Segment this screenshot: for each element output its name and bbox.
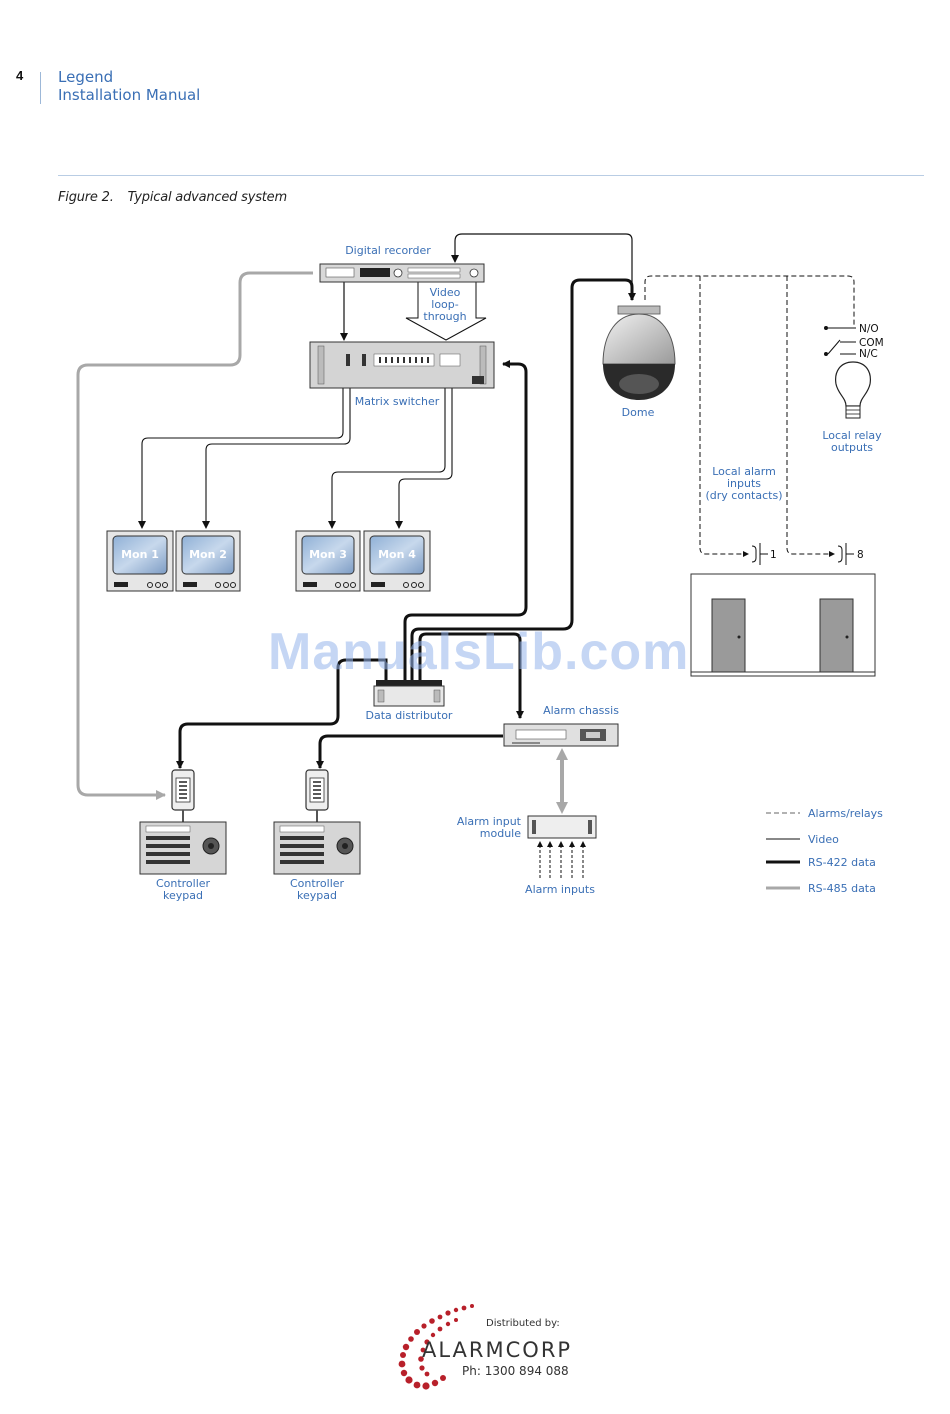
product-name: Legend [58, 68, 114, 86]
legend-alarms-relays: Alarms/relays [808, 807, 883, 820]
label-mon1: Mon 1 [121, 548, 159, 561]
relay-symbol [824, 326, 856, 356]
label-no: N/O [859, 323, 879, 335]
label-video-loop-2: loop- [431, 298, 458, 311]
diagram-legend: Alarms/relays Video RS-422 data RS-485 d… [766, 807, 883, 895]
video-dome-recorder [451, 233, 633, 298]
figure-caption: Figure 2. Typical advanced system [58, 190, 287, 205]
header-divider [40, 72, 41, 104]
label-nc: N/C [859, 348, 878, 360]
footer-phone: Ph: 1300 894 088 [462, 1364, 569, 1378]
legend-rs485: RS-485 data [808, 882, 876, 895]
label-alarm-input-module-1: Alarm input [457, 815, 522, 828]
alarm-chassis-device [503, 723, 619, 747]
building-doors-icon [690, 573, 876, 677]
watermark: ManualsLib.com [268, 623, 690, 681]
controller-keypad-1 [139, 821, 227, 875]
dome-camera-icon [602, 305, 676, 400]
data-distributor-device [373, 680, 445, 707]
rs485-link [76, 271, 313, 800]
footer-distributed-by: Distributed by: [486, 1318, 560, 1329]
label-alarm-chassis: Alarm chassis [543, 704, 619, 717]
label-mon2: Mon 2 [189, 548, 227, 561]
alarm-relay-lines [644, 275, 855, 328]
figure-title: Typical advanced system [127, 190, 287, 205]
label-mon3: Mon 3 [309, 548, 347, 561]
monitor-3 [295, 530, 361, 592]
label-controller-keypad-2a: Controller [290, 877, 345, 890]
legend-video: Video [808, 833, 839, 846]
running-header: Legend Installation Manual [58, 68, 200, 104]
label-com: COM [859, 337, 884, 349]
label-video-loop-1: Video [430, 286, 461, 299]
alarm-input-module-device [527, 815, 597, 839]
manual-name: Installation Manual [58, 86, 201, 104]
top-rule [58, 175, 924, 176]
matrix-switcher-device [309, 341, 495, 389]
label-controller-keypad-1a: Controller [156, 877, 211, 890]
label-local-alarm-3: (dry contacts) [706, 489, 783, 502]
legend-rs422: RS-422 data [808, 856, 876, 869]
alarmcorp-logo-icon [398, 1304, 474, 1390]
label-local-relay-1: Local relay [822, 429, 882, 442]
alarm-input-arrows [537, 841, 586, 878]
label-local-alarm-1: Local alarm [712, 465, 776, 478]
rs422-dd-dome [410, 278, 636, 680]
label-alarm-inputs: Alarm inputs [525, 883, 595, 896]
keypad-2-connector [305, 769, 329, 822]
rs422-dd-keypad1 [176, 658, 388, 769]
rs422-dd-matrix [403, 360, 528, 680]
label-dome: Dome [622, 406, 655, 419]
rs422-dd-alarm [418, 632, 524, 719]
label-matrix-switcher: Matrix switcher [355, 395, 440, 408]
keypad-1-connector [171, 769, 195, 822]
video-loop-through-arrow [405, 281, 487, 341]
label-controller-keypad-2b: keypad [297, 889, 337, 902]
label-contact-1: 1 [770, 549, 777, 561]
lightbulb-icon [835, 361, 871, 419]
digital-recorder-device [319, 263, 485, 283]
monitor-2 [175, 530, 241, 592]
monitor-1 [106, 530, 174, 592]
controller-keypad-2 [273, 821, 361, 875]
figure-number: Figure 2. [58, 190, 114, 205]
label-local-alarm-2: inputs [727, 477, 761, 490]
label-controller-keypad-1b: keypad [163, 889, 203, 902]
label-digital-recorder: Digital recorder [345, 244, 431, 257]
label-mon4: Mon 4 [378, 548, 416, 561]
footer-brand: ALARMCORP [422, 1338, 573, 1362]
page-number: 4 [16, 68, 24, 83]
label-local-relay-2: outputs [831, 441, 873, 454]
monitor-4 [363, 530, 431, 592]
label-data-distributor: Data distributor [366, 709, 453, 722]
label-alarm-input-module-2: module [480, 827, 521, 840]
label-contact-8: 8 [857, 549, 864, 561]
label-video-loop-3: through [423, 310, 466, 323]
rs422-alarm-keypad2 [316, 734, 503, 769]
